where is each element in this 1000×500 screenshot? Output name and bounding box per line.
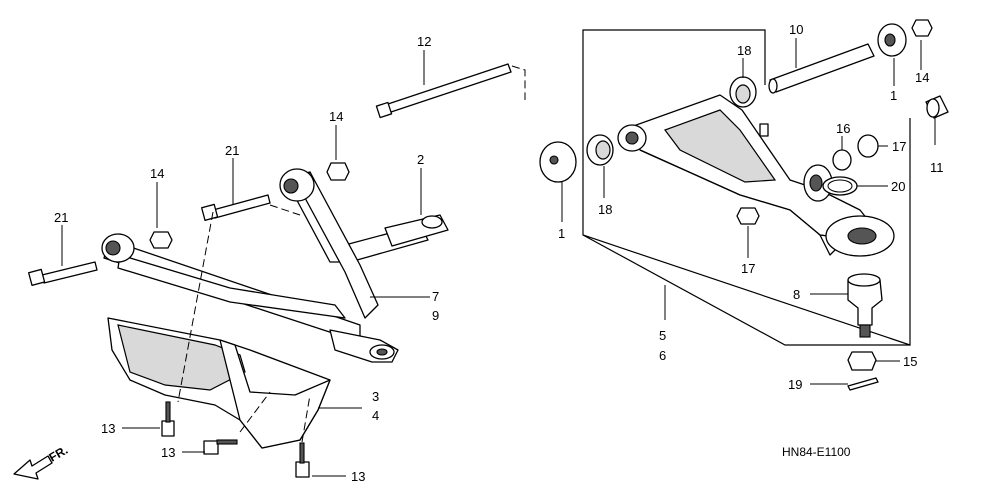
front-direction-arrow: FR. [13, 443, 70, 480]
callout-17-upper: 17 [892, 139, 906, 154]
callout-20: 20 [891, 179, 905, 194]
castle-nut-15 [847, 351, 877, 371]
callout-9: 9 [432, 308, 439, 323]
dash-bolt-13-a [177, 211, 214, 403]
callout-7: 7 [432, 289, 439, 304]
pivot-shaft-10-end [768, 78, 778, 94]
dash-bolt-21 [269, 204, 301, 216]
nut-14-lower [149, 231, 173, 249]
right-lower-arm-assembly [539, 19, 949, 391]
left-lower-arm-assembly [28, 63, 526, 478]
callout-14-right: 14 [915, 70, 929, 85]
diagram-code: HN84-E1100 [782, 445, 851, 459]
callout-18-upper: 18 [737, 43, 751, 58]
bolt-13-a [161, 401, 175, 437]
arm-rear-pivot-hole [809, 174, 823, 192]
callout-14-lower: 14 [150, 166, 164, 181]
lower-arm-ball-joint-hole [847, 227, 877, 245]
bolt-21-upper-head [201, 203, 219, 221]
skid-plate-side [219, 339, 331, 449]
callout-16: 16 [836, 121, 850, 136]
left-leader-lines [61, 50, 430, 477]
right-leader-lines [561, 38, 936, 385]
upper-ball-joint [421, 215, 443, 229]
callout-1-right: 1 [890, 88, 897, 103]
callout-10: 10 [789, 22, 803, 37]
callout-8: 8 [793, 287, 800, 302]
bolt-13-c [295, 442, 310, 478]
lower-arm-web [664, 109, 777, 183]
bolt-13-b [203, 439, 238, 455]
callout-21-upper: 21 [225, 143, 239, 158]
callout-14-upper: 14 [329, 109, 343, 124]
bushing-16 [832, 149, 852, 171]
callout-3: 3 [372, 389, 379, 404]
arm-front-pivot-hole [625, 131, 639, 145]
dash-bolt-13-b [239, 391, 271, 433]
bolt-12 [384, 63, 512, 114]
callout-2: 2 [417, 152, 424, 167]
lower-arm-ball-joint-hole [376, 348, 388, 356]
upper-arm-bushing-hole [283, 178, 299, 194]
nut-14-upper [326, 162, 350, 181]
callout-19: 19 [788, 377, 802, 392]
dash-bolt-13-c [301, 394, 311, 443]
cotter-pin-19 [847, 377, 879, 391]
callout-13-b: 13 [161, 445, 175, 460]
collar-1-left-hole [549, 155, 559, 165]
bushing-18-left-inner [595, 140, 611, 160]
bolt-21-lower [41, 261, 98, 284]
callout-21-lower: 21 [54, 210, 68, 225]
front-arrow-icon [13, 455, 53, 480]
ball-joint-8 [847, 279, 883, 326]
callout-5: 5 [659, 328, 666, 343]
pivot-shaft-10 [769, 43, 875, 93]
ball-joint-8-top [847, 273, 881, 287]
assembly-bracket [582, 29, 911, 346]
circlip-20-inner [827, 179, 853, 193]
grease-fitting [759, 123, 769, 137]
nut-17-lower [736, 207, 760, 225]
bushing-11-end [926, 98, 940, 118]
bolt-21-upper [212, 194, 271, 219]
callout-4: 4 [372, 408, 379, 423]
bolt-12-head [375, 101, 393, 119]
dash-bolt-12 [511, 65, 526, 100]
nut-14-right [911, 19, 933, 37]
nut-17-upper [857, 134, 879, 158]
assembly-bracket-lower [582, 234, 910, 346]
bushing-18-upper-inner [735, 84, 751, 104]
bolt-21-lower-head [28, 268, 46, 286]
callout-1-left: 1 [558, 226, 565, 241]
ball-joint-8-stud [859, 324, 871, 338]
callout-labels: 12 14 14 21 21 2 7 9 3 4 13 13 13 10 18 … [54, 22, 944, 484]
callout-6: 6 [659, 348, 666, 363]
lower-arm-front-bushing-hole [105, 240, 121, 256]
skid-plate-face [117, 324, 246, 391]
callout-13-a: 13 [101, 421, 115, 436]
callout-12: 12 [417, 34, 431, 49]
callout-13-c: 13 [351, 469, 365, 484]
callout-18-left: 18 [598, 202, 612, 217]
callout-15: 15 [903, 354, 917, 369]
callout-17-lower: 17 [741, 261, 755, 276]
collar-1-right-hole [884, 33, 896, 47]
lower-arm-tube-lower [117, 254, 346, 319]
callout-11: 11 [930, 160, 944, 175]
